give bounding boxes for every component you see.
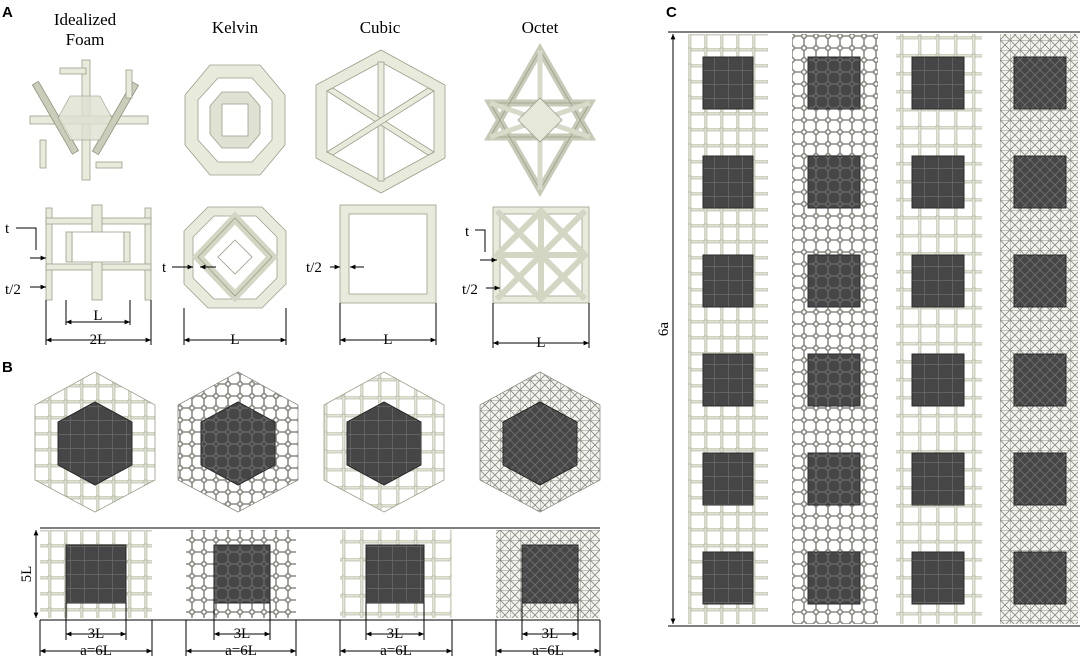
kelvin-block-3d bbox=[177, 371, 299, 513]
b-dim-height: 5L bbox=[19, 566, 35, 583]
octet-dim-L: L bbox=[536, 335, 545, 351]
cubic-unit-cell-3d bbox=[315, 49, 446, 194]
foam-dim-2L: 2L bbox=[90, 332, 107, 348]
panel-letter-a: A bbox=[2, 4, 13, 21]
title-foam-line2: Foam bbox=[66, 30, 105, 49]
foam-strip-outer: a=6L bbox=[80, 643, 112, 659]
cubic-dim-t2: t/2 bbox=[306, 260, 322, 276]
foam-column-cores bbox=[702, 56, 754, 605]
title-octet: Octet bbox=[522, 18, 559, 37]
octet-strip-2d bbox=[496, 530, 600, 618]
octet-dim-t-leader bbox=[475, 229, 486, 252]
foam-unit-cell-2d bbox=[45, 204, 152, 301]
kelvin-unit-cell-3d bbox=[184, 64, 286, 176]
foam-dim-t: t bbox=[5, 221, 10, 237]
octet-unit-cell-3d bbox=[483, 42, 597, 198]
foam-strip-inner: 3L bbox=[88, 626, 105, 642]
kelvin-strip-dims bbox=[185, 603, 297, 656]
octet-dim-t2: t/2 bbox=[462, 282, 478, 298]
kelvin-dim-L: L bbox=[230, 332, 239, 348]
octet-strip-outer: a=6L bbox=[532, 643, 564, 659]
foam-dim-t2: t/2 bbox=[5, 282, 21, 298]
cubic-block-3d bbox=[323, 371, 445, 513]
foam-strip-2d bbox=[40, 530, 152, 618]
title-cubic: Cubic bbox=[360, 18, 401, 37]
kelvin-strip-2d bbox=[186, 530, 296, 618]
c-dim-height: 6a bbox=[656, 322, 672, 337]
title-kelvin: Kelvin bbox=[212, 18, 259, 37]
octet-dim-t: t bbox=[465, 224, 470, 240]
foam-unit-cell-3d bbox=[29, 59, 149, 181]
octet-strip-dims bbox=[495, 603, 601, 656]
octet-strip-inner: 3L bbox=[542, 626, 559, 642]
foam-dim-t-leader bbox=[16, 227, 37, 250]
cubic-dim-L: L bbox=[383, 332, 392, 348]
panel-letter-b: B bbox=[2, 359, 13, 376]
cubic-strip-dims bbox=[339, 603, 453, 656]
kelvin-strip-inner: 3L bbox=[234, 626, 251, 642]
octet-block-3d bbox=[479, 371, 601, 513]
panel-letter-c: C bbox=[666, 4, 677, 21]
kelvin-column-cores bbox=[807, 56, 861, 605]
octet-unit-cell-2d bbox=[492, 206, 590, 304]
cubic-unit-cell-2d bbox=[339, 204, 437, 304]
cubic-strip-2d bbox=[340, 530, 452, 618]
cubic-column bbox=[896, 34, 982, 624]
kelvin-column bbox=[792, 34, 878, 624]
foam-block-3d bbox=[34, 371, 156, 513]
foam-column bbox=[688, 34, 768, 624]
octet-column-cores bbox=[1013, 56, 1067, 605]
foam-dim-L: L bbox=[93, 308, 102, 324]
title-foam-line1: Idealized bbox=[54, 10, 117, 29]
cubic-strip-outer: a=6L bbox=[380, 643, 412, 659]
cubic-column-cores bbox=[911, 56, 965, 605]
kelvin-strip-outer: a=6L bbox=[225, 643, 257, 659]
kelvin-dim-t: t bbox=[162, 260, 167, 276]
cubic-strip-inner: 3L bbox=[387, 626, 404, 642]
octet-column bbox=[1000, 34, 1078, 624]
kelvin-unit-cell-2d bbox=[183, 206, 287, 309]
foam-strip-dims bbox=[39, 603, 153, 656]
